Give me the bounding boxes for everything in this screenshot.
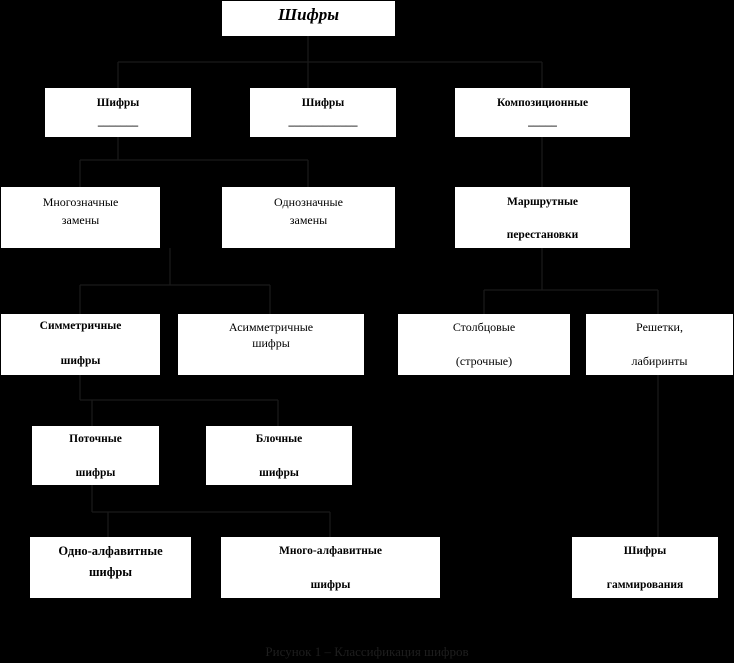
node-label-2: _____ [528, 116, 557, 128]
node-grids-mazes: Решетки, лабиринты [586, 314, 733, 375]
node-label-2: ____________ [288, 116, 358, 128]
node-label-2: гаммирования [606, 579, 684, 591]
node-ciphers-2: Шифры ____________ [250, 88, 396, 137]
node-label: Много-алфавитные [279, 545, 382, 557]
node-label: Шифры [623, 545, 667, 557]
root-node: Шифры [222, 1, 395, 36]
node-label: Столбцовые [452, 320, 516, 334]
node-label-2: шифры [252, 336, 290, 350]
node-label-2: (строчные) [455, 354, 513, 368]
node-symmetric: Симметричные шифры [1, 314, 160, 375]
node-label-2: замены [61, 213, 100, 227]
node-label: Решетки, [636, 320, 683, 334]
node-ciphers-1: Шифры _______ [45, 88, 191, 137]
node-label: Блочные [255, 433, 303, 445]
figure-caption: Рисунок 1 – Классификация шифров [265, 644, 469, 659]
node-label: Однозначные [274, 195, 343, 209]
root-label: Шифры [277, 5, 340, 24]
node-label-2: _______ [97, 116, 139, 128]
node-label: Симметричные [39, 320, 122, 332]
node-single-substitution: Однозначные замены [222, 187, 395, 248]
node-column: Столбцовые (строчные) [398, 314, 570, 375]
node-label-2: замены [289, 213, 328, 227]
node-label-2: лабиринты [631, 354, 688, 368]
node-composite: Композиционные _____ [455, 88, 630, 137]
node-label-2: шифры [259, 467, 299, 479]
node-route-permutation: Маршрутные перестановки [455, 187, 630, 248]
node-label-2: шифры [75, 467, 116, 479]
node-label: Поточные [69, 433, 122, 445]
node-label-2: перестановки [506, 229, 579, 241]
node-gamma: Шифры гаммирования [572, 537, 718, 598]
node-label: Шифры [301, 97, 345, 109]
node-block: Блочные шифры [206, 426, 352, 485]
node-label-2: шифры [88, 565, 133, 579]
node-label: Одно-алфавитные [58, 544, 163, 558]
node-asymmetric: Асимметричные шифры [178, 314, 364, 375]
node-label: Маршрутные [506, 196, 579, 208]
node-label: Композиционные [496, 97, 589, 109]
node-monoalphabetic: Одно-алфавитные шифры [30, 537, 191, 598]
node-polyalphabetic: Много-алфавитные шифры [221, 537, 440, 598]
node-label: Многозначные [42, 195, 119, 209]
node-stream: Поточные шифры [32, 426, 159, 485]
node-label: Шифры [96, 97, 140, 109]
node-label: Асимметричные [228, 320, 314, 334]
node-label-2: шифры [310, 579, 351, 591]
node-label-2: шифры [60, 355, 101, 367]
node-multi-substitution: Многозначные замены [1, 187, 160, 248]
